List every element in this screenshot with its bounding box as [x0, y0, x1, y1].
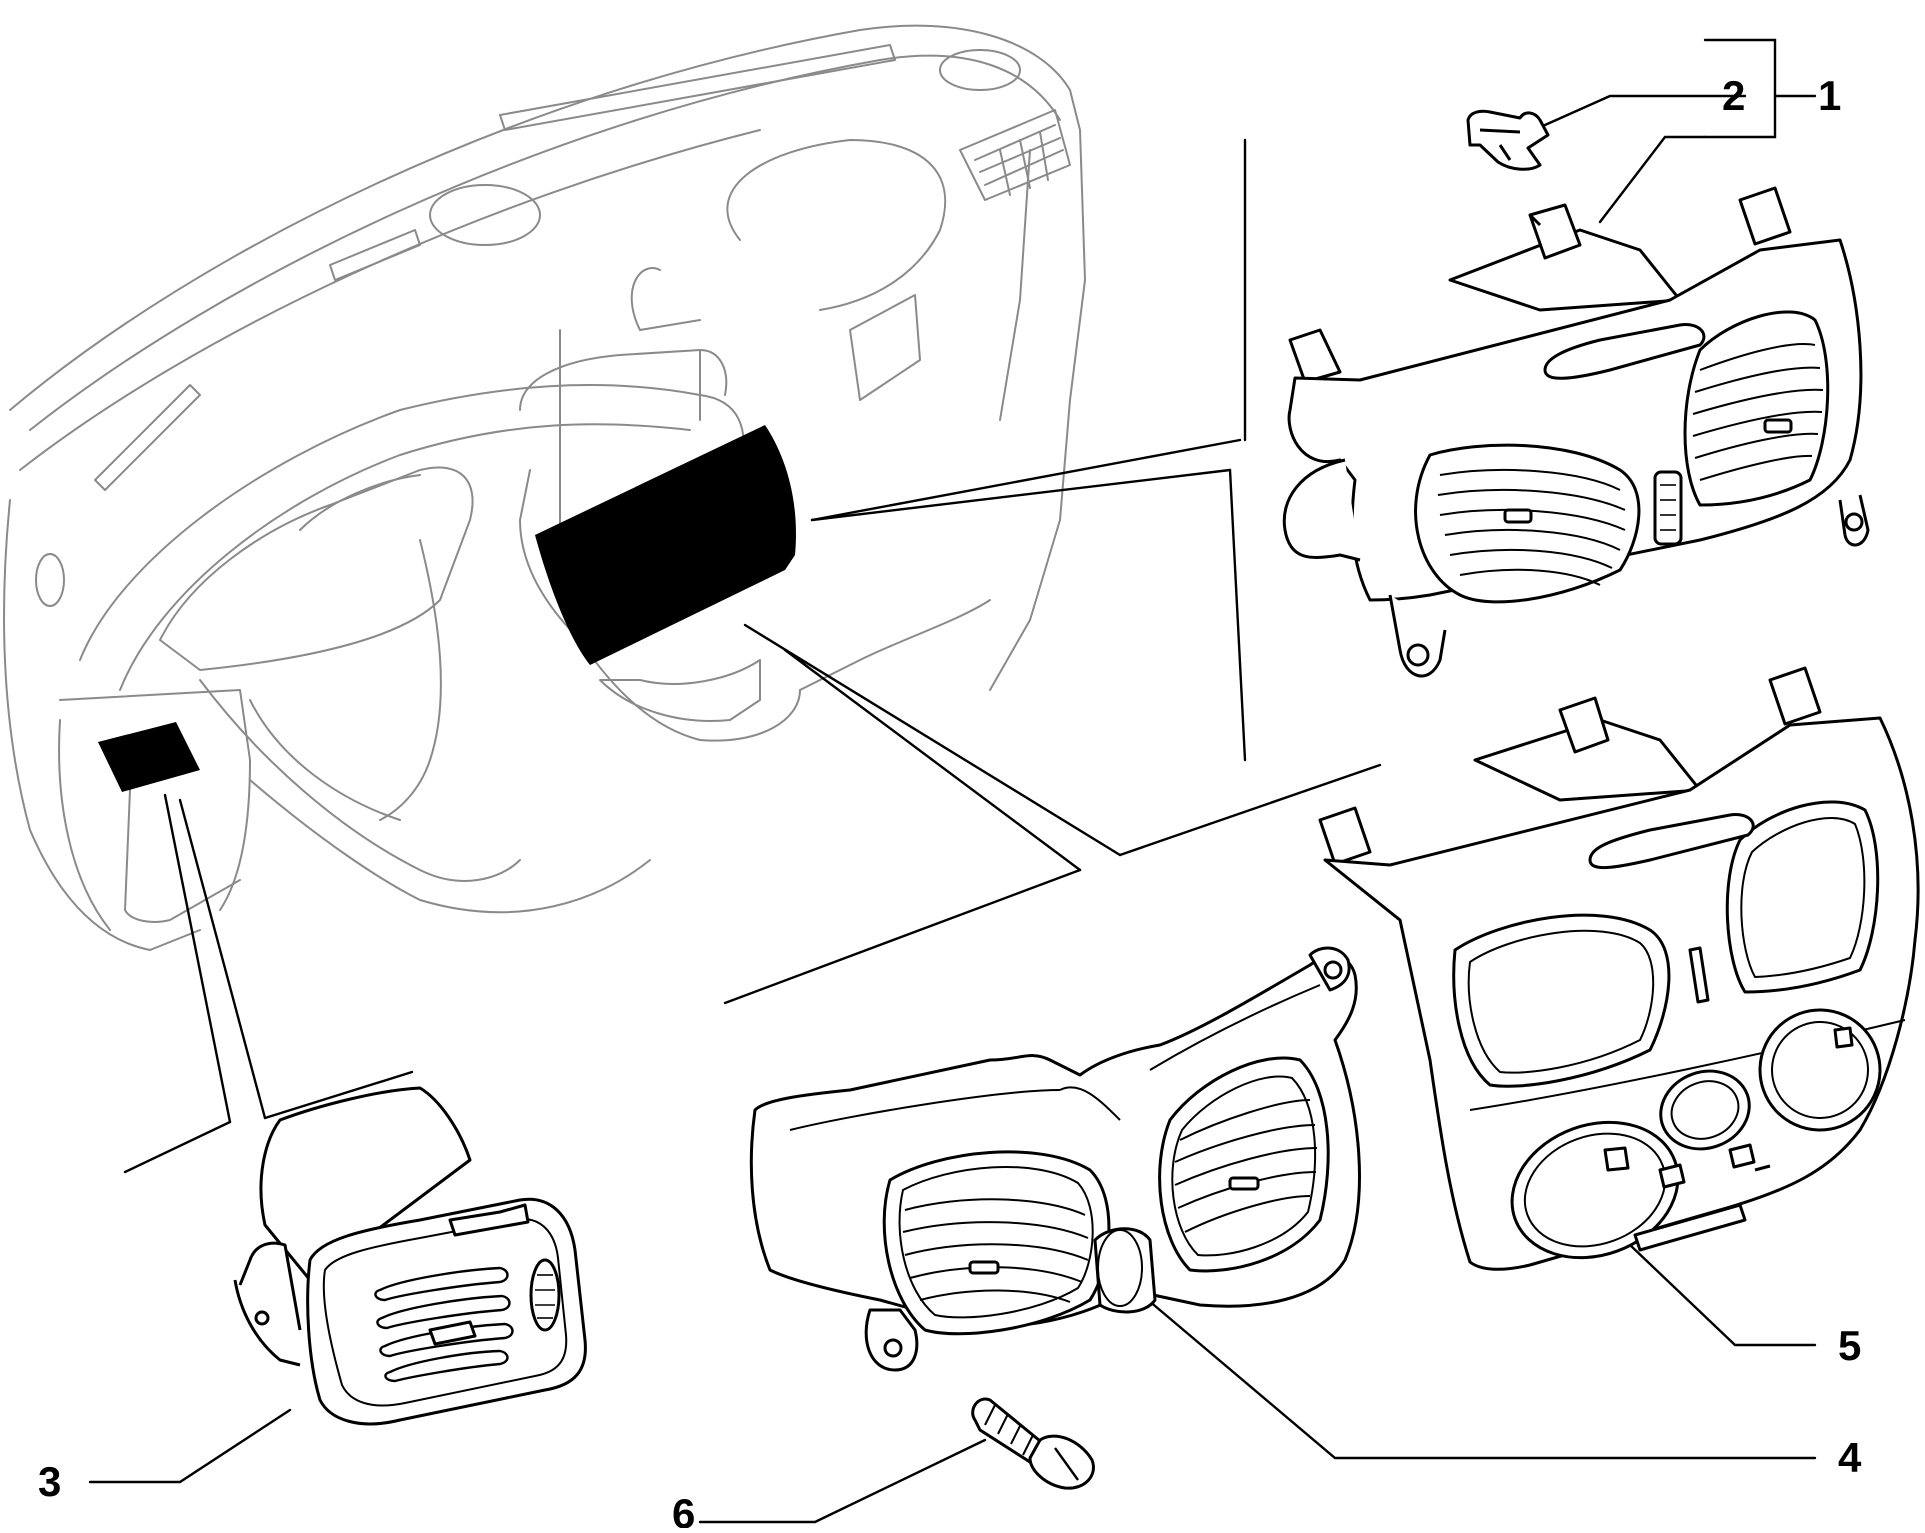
side-vent — [233, 1086, 587, 1426]
dashboard-outline — [3, 24, 1086, 951]
center-vent-highlight — [535, 425, 796, 665]
callout-3: 3 — [38, 1458, 61, 1505]
side-vent-highlight — [98, 722, 200, 792]
callout-labels: 1 2 3 4 5 6 — [38, 72, 1862, 1533]
callout-2: 2 — [1722, 72, 1745, 119]
callout-1: 1 — [1818, 72, 1841, 119]
callout-6: 6 — [672, 1490, 695, 1528]
callout-4: 4 — [1838, 1434, 1862, 1481]
leader-lines — [88, 38, 1817, 1524]
highlight-regions — [98, 425, 796, 792]
twin-vent-duct — [749, 946, 1361, 1372]
center-vent-panel-assembly — [1282, 186, 1870, 678]
clip-part — [1466, 109, 1550, 171]
screw — [971, 1397, 1095, 1490]
dashboard-trim-panel — [1318, 666, 1920, 1271]
callout-5: 5 — [1838, 1322, 1861, 1369]
